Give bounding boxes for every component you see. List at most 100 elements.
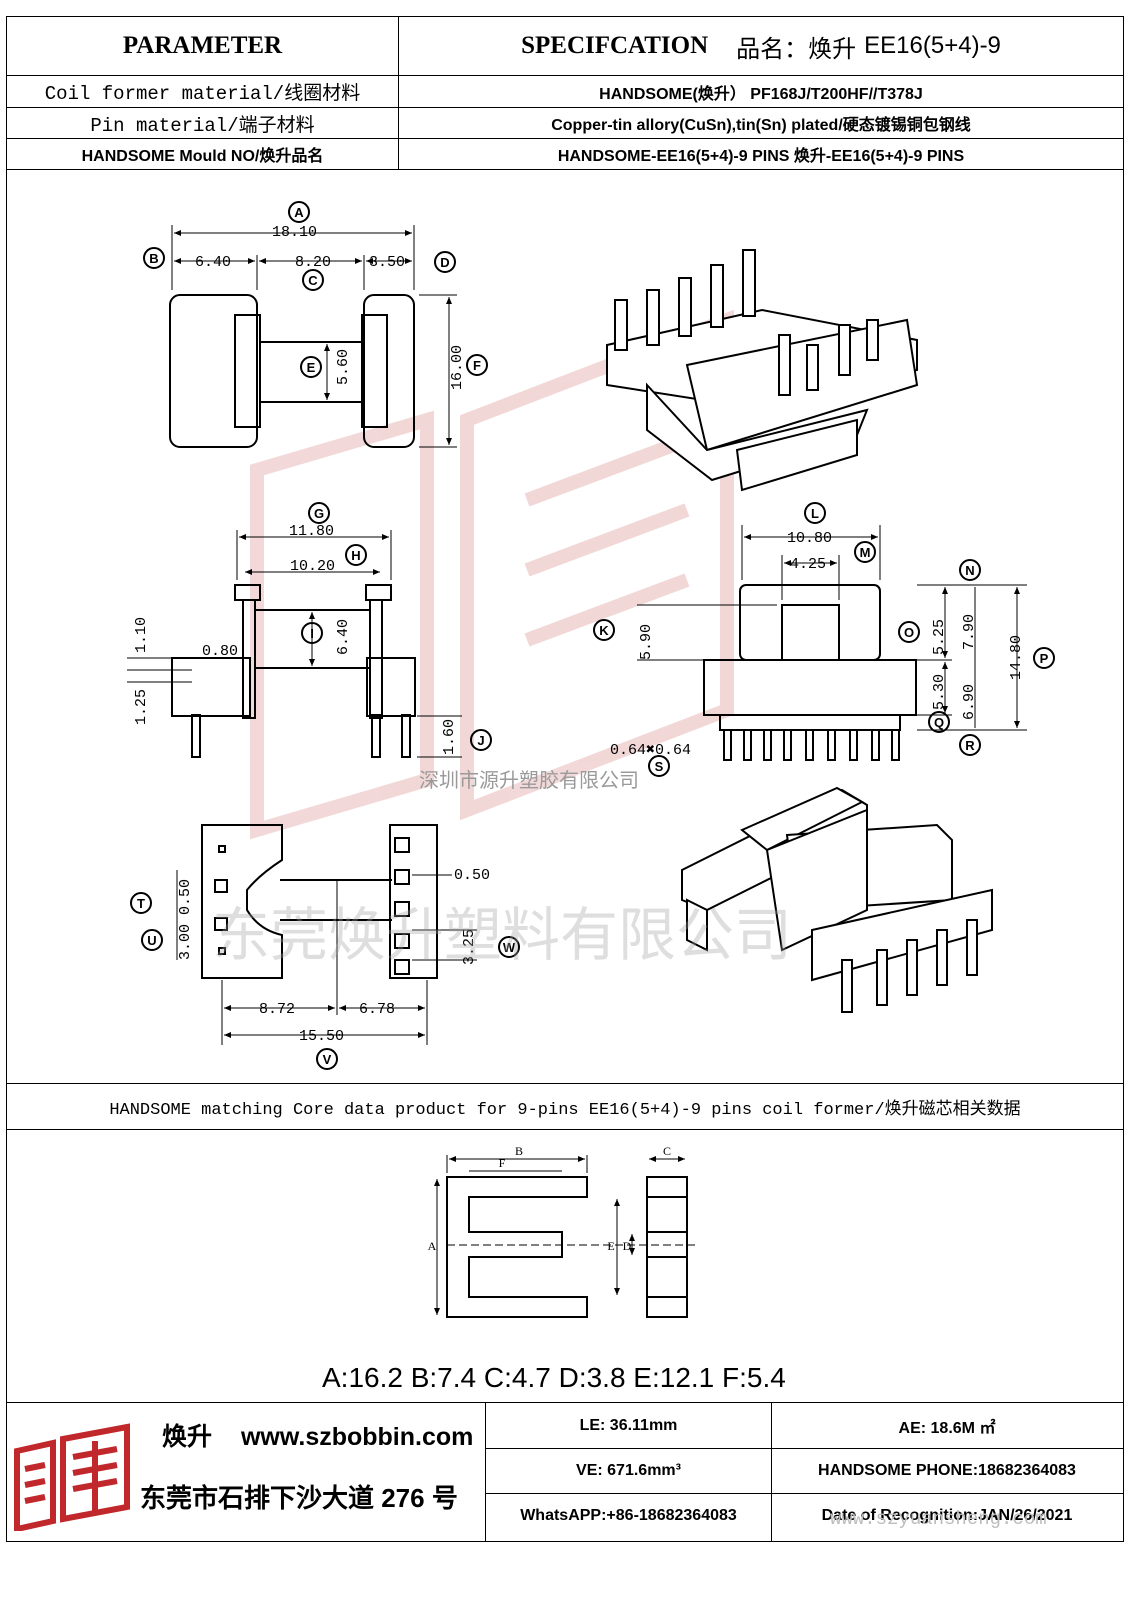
ve-value: VE: 671.6mm³ (576, 1461, 681, 1479)
dim-14-80: 14.80 (1008, 635, 1025, 680)
param-value: HANDSOME-EE16(5+4)-9 PINS 焕升-EE16(5+4)-9… (557, 148, 965, 165)
brand-name: 焕升 (162, 1423, 213, 1451)
dim-3-50: 3.50 (369, 254, 405, 271)
callout-l: L (811, 506, 819, 521)
dim-5-90: 5.90 (638, 624, 655, 660)
brand-logo (14, 1423, 130, 1531)
specification-header-cell: SPECIFCATION 品名：焕升 EE16(5+4)-9 (399, 17, 1123, 75)
dim-6-78: 6.78 (359, 1001, 395, 1018)
dim-1-10: 1.10 (133, 617, 150, 653)
parameter-title: PARAMETER (122, 32, 283, 59)
callout-s: S (655, 759, 664, 774)
core-section-title: HANDSOME matching Core data product for … (109, 1100, 1021, 1120)
date-value: Date of Recognition:JAN/26/2021 (821, 1507, 1073, 1524)
core-dim-a: A (428, 1239, 437, 1253)
side-view-drawing (127, 530, 462, 758)
dim-pin-section: 0.64✖0.64 (610, 742, 691, 759)
callout-o: O (904, 625, 914, 640)
callout-b: B (149, 251, 158, 266)
callout-g: G (314, 506, 324, 521)
dim-15-50: 15.50 (299, 1028, 344, 1045)
callout-f: F (473, 358, 481, 373)
param-label: Coil former material/线圈材料 (7, 76, 399, 107)
core-dim-f: F (499, 1156, 506, 1170)
header-row: PARAMETER SPECIFCATION 品名：焕升 EE16(5+4)-9 (7, 17, 1123, 76)
core-section-title-row: HANDSOME matching Core data product for … (7, 1083, 1123, 1130)
dim-6-40: 6.40 (195, 254, 231, 271)
dim-0-80: 0.80 (202, 643, 238, 660)
dim-5-60: 5.60 (335, 349, 352, 385)
callout-j: J (477, 733, 484, 748)
le-value: LE: 36.11mm (579, 1416, 678, 1434)
ae-value: AE: 18.6M ㎡ (898, 1419, 996, 1437)
callout-u: U (147, 933, 156, 948)
product-name-label: 品名：焕升 (736, 35, 857, 63)
dim-11-80: 11.80 (289, 523, 334, 540)
brand-line: 焕升 www.szbobbin.com (162, 1417, 473, 1453)
dim-4-25: 4.25 (790, 556, 826, 573)
dim-7-90: 7.90 (961, 614, 978, 650)
callout-k: K (599, 623, 609, 638)
dim-6-40: 6.40 (335, 619, 352, 655)
specification-title: SPECIFCATION (521, 32, 709, 59)
core-dim-b: B (515, 1144, 523, 1158)
callout-v: V (323, 1052, 332, 1067)
core-values: A:16.2 B:7.4 C:4.7 D:3.8 E:12.1 F:5.4 (322, 1362, 786, 1393)
param-row-coil: Coil former material/线圈材料 HANDSOME(焕升） P… (7, 76, 1123, 108)
callout-c: C (308, 273, 318, 288)
dim-0-50-pin: 0.50 (454, 867, 490, 884)
callout-q: Q (934, 715, 944, 730)
dim-6-90: 6.90 (961, 684, 978, 720)
isometric-view-top (606, 249, 919, 492)
core-dim-e: E (607, 1239, 614, 1253)
company-big-watermark: 东莞焕升塑料有限公司 (212, 903, 792, 968)
callout-r: R (965, 738, 975, 753)
parameter-header-cell: PARAMETER (7, 17, 399, 75)
param-value: HANDSOME(焕升） PF168J/T200HF//T378J (599, 85, 923, 103)
dim-3-00: 3.00 (177, 924, 194, 960)
dim-8-20: 8.20 (295, 254, 331, 271)
dim-1-60: 1.60 (441, 719, 458, 755)
isometric-view-bottom (681, 786, 993, 1013)
callout-w: W (503, 940, 516, 955)
core-dim-d: D (623, 1239, 632, 1253)
dim-8-72: 8.72 (259, 1001, 295, 1018)
callout-n: N (965, 563, 974, 578)
brand-address: 东莞市石排下沙大道 276 号 (140, 1483, 458, 1513)
param-label: HANDSOME Mould NO/焕升品名 (7, 139, 399, 169)
callout-p: P (1040, 651, 1049, 666)
dim-3-25: 3.25 (461, 929, 478, 965)
company-small-watermark: 深圳市源升塑胶有限公司 (419, 769, 639, 792)
callout-m: M (860, 545, 871, 560)
callout-i: I (310, 626, 314, 641)
callout-e: E (307, 360, 316, 375)
callout-t: T (137, 896, 145, 911)
product-name-model: EE16(5+4)-9 (864, 32, 1001, 59)
param-row-pin: Pin material/端子材料 Copper-tin allory(CuSn… (7, 108, 1123, 139)
dim-16-00: 16.00 (449, 345, 466, 390)
param-value: Copper-tin allory(CuSn),tin(Sn) plated/硬… (551, 117, 971, 134)
dim-18-10: 18.10 (272, 224, 317, 241)
callout-h: H (351, 548, 360, 563)
dim-5-25: 5.25 (931, 619, 948, 655)
dim-10-20: 10.20 (290, 558, 335, 575)
param-row-mould: HANDSOME Mould NO/焕升品名 HANDSOME-EE16(5+4… (7, 139, 1123, 170)
technical-drawings: 18.10 6.40 8.20 3.50 5.60 16.00 A B C D … (127, 201, 1055, 1070)
bottom-view-drawing (176, 824, 477, 1045)
dim-0-50-left: 0.50 (177, 879, 194, 915)
footer: 焕升 www.szbobbin.com 东莞市石排下沙大道 276 号 LE: … (7, 1402, 1123, 1541)
footer-table: LE: 36.11mm AE: 18.6M ㎡ VE: 671.6mm³ HAN… (485, 1403, 1123, 1541)
dim-10-80: 10.80 (787, 530, 832, 547)
param-label: Pin material/端子材料 (7, 108, 399, 138)
callout-a: A (294, 205, 304, 220)
brand-website[interactable]: www.szbobbin.com (240, 1423, 474, 1451)
callout-d: D (440, 255, 449, 270)
dim-1-25: 1.25 (133, 689, 150, 725)
phone-value: HANDSOME PHONE:18682364083 (818, 1461, 1076, 1479)
core-dim-c: C (663, 1144, 671, 1158)
top-view-drawing (169, 225, 457, 448)
dim-5-30: 5.30 (931, 674, 948, 710)
core-drawing: A B C D E F (428, 1144, 697, 1318)
spec-sheet: PARAMETER SPECIFCATION 品名：焕升 EE16(5+4)-9… (6, 16, 1124, 1542)
whatsapp-value: WhatsAPP:+86-18682364083 (520, 1507, 737, 1524)
